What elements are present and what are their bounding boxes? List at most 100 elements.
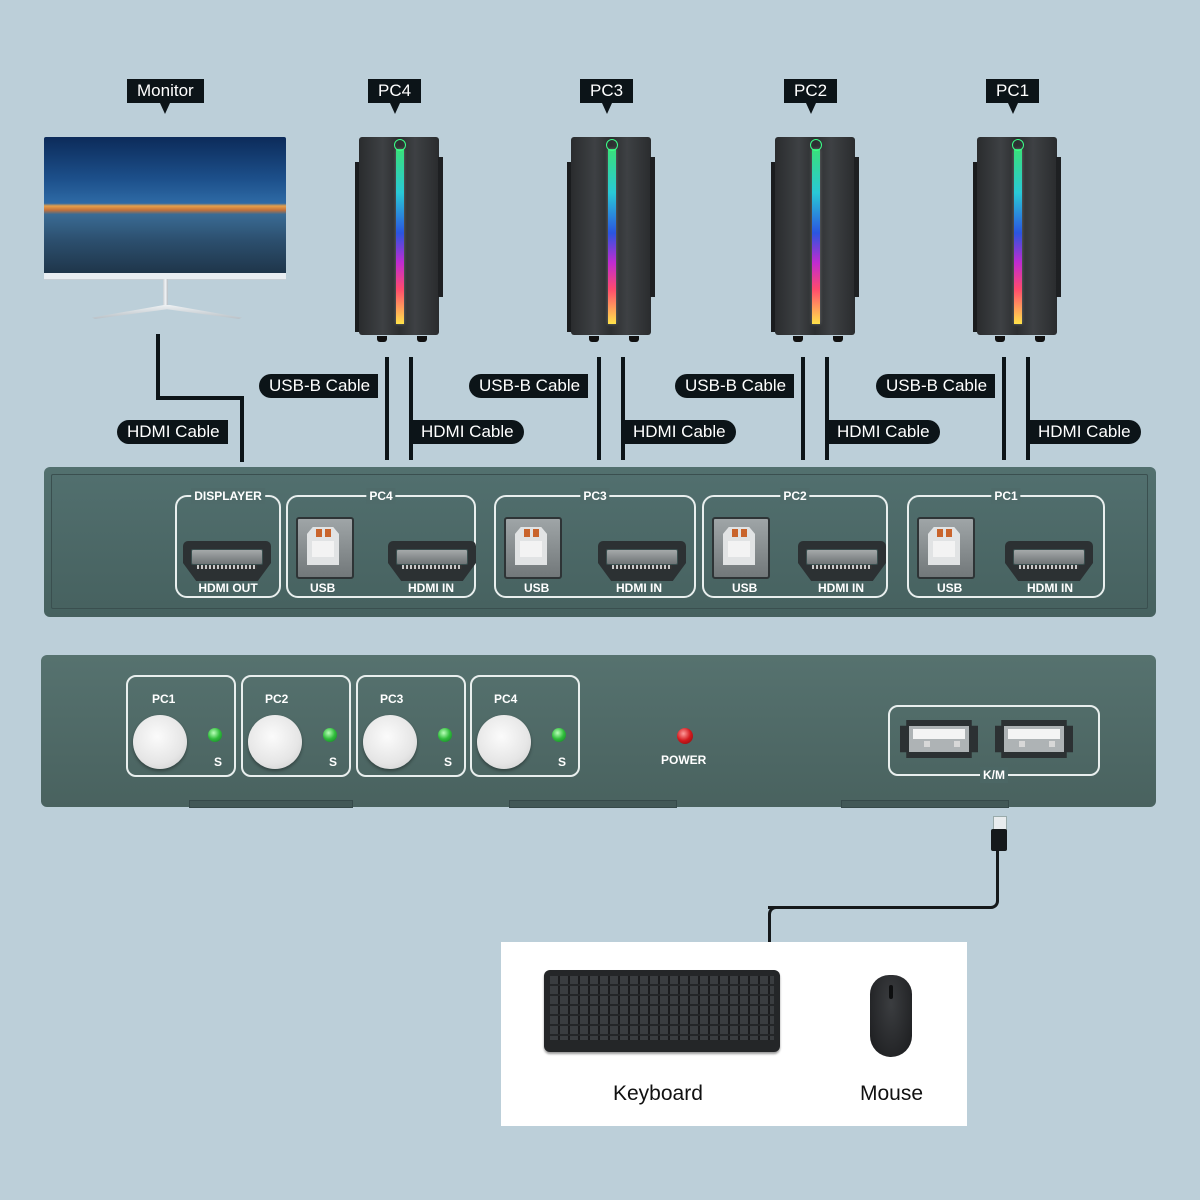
mouse-usb-a-port[interactable]	[995, 720, 1073, 758]
pc3-tower	[567, 137, 655, 342]
hdmi-in-port[interactable]	[798, 541, 886, 581]
rgb-strip	[396, 149, 404, 324]
switch-label: PC2	[265, 692, 289, 706]
hdmi-in-label: HDMI IN	[1027, 581, 1073, 595]
pc1-tag: PC1	[986, 79, 1040, 114]
pc1-hdmi-wire	[1026, 357, 1030, 460]
led-label: S	[558, 755, 567, 769]
led-label: S	[444, 755, 453, 769]
pc4-tower	[355, 137, 443, 342]
power-label: POWER	[661, 753, 707, 767]
hdmi-in-port[interactable]	[598, 541, 686, 581]
hdmi-in-port[interactable]	[388, 541, 476, 581]
back-group-title: PC3	[580, 488, 610, 504]
pc2-tag: PC2	[784, 79, 838, 114]
monitor-hdmi-wire	[156, 396, 244, 400]
power-button-icon	[1012, 139, 1024, 151]
keyboard-usb-a-port[interactable]	[900, 720, 978, 758]
back-group-pc3: PC3 USB HDMI IN	[494, 488, 696, 598]
led-label: S	[214, 755, 223, 769]
back-group-title: PC4	[366, 488, 396, 504]
km-cable-vertical	[768, 850, 999, 909]
front-switch-pc2: PC2 S	[241, 675, 351, 777]
rgb-strip	[1014, 149, 1022, 324]
hdmi-out-label: HDMI OUT	[198, 581, 258, 595]
switch-label: PC3	[380, 692, 404, 706]
pc2-hdmi-cable-label: HDMI Cable	[829, 420, 940, 444]
keyboard-icon	[544, 970, 780, 1052]
power-button-icon	[606, 139, 618, 151]
rubber-foot	[189, 800, 353, 808]
status-led	[208, 728, 222, 742]
hdmi-in-port[interactable]	[1005, 541, 1093, 581]
km-cable-drop	[768, 906, 801, 945]
monitor-stand-neck	[163, 279, 168, 309]
monitor-hdmi-cable-label: HDMI Cable	[117, 420, 228, 444]
back-group-pc1: PC1 USB HDMI IN	[907, 488, 1105, 598]
status-led	[552, 728, 566, 742]
monitor-hdmi-wire	[240, 396, 244, 462]
peripherals-panel: Keyboard Mouse	[501, 942, 967, 1126]
pc3-hdmi-wire	[621, 357, 625, 460]
hdmi-out-port[interactable]	[183, 541, 271, 581]
power-button-icon	[394, 139, 406, 151]
pc4-hdmi-wire	[409, 357, 413, 460]
front-switch-pc3: PC3 S	[356, 675, 466, 777]
pc3-usb-cable-label: USB-B Cable	[469, 374, 589, 398]
pc3-tag: PC3	[580, 79, 634, 114]
power-button-icon	[810, 139, 822, 151]
status-led	[323, 728, 337, 742]
pc4-usb-cable-label: USB-B Cable	[259, 374, 379, 398]
pc3-usb-wire	[597, 357, 601, 460]
monitor-screen	[44, 137, 286, 275]
switch-label: PC4	[494, 692, 518, 706]
pc4-tag: PC4	[368, 79, 422, 114]
pc3-hdmi-cable-label: HDMI Cable	[625, 420, 736, 444]
pc2-usb-cable-label: USB-B Cable	[675, 374, 795, 398]
km-port-group: K/M	[888, 705, 1100, 783]
pc1-tower	[973, 137, 1061, 342]
hdmi-in-label: HDMI IN	[408, 581, 454, 595]
back-group-pc2: PC2 USB HDMI IN	[702, 488, 888, 598]
keyboard-label: Keyboard	[613, 1082, 703, 1105]
back-group-title: PC2	[780, 488, 810, 504]
usb-plug-housing	[991, 829, 1007, 851]
usb-label: USB	[732, 581, 758, 595]
pc1-switch-button[interactable]	[133, 715, 187, 769]
pc2-hdmi-wire	[825, 357, 829, 460]
pc2-tower	[771, 137, 859, 342]
status-led	[438, 728, 452, 742]
pc4-hdmi-cable-label: HDMI Cable	[413, 420, 524, 444]
rgb-strip	[812, 149, 820, 324]
back-group-pc4: PC4 USB HDMI IN	[286, 488, 476, 598]
switch-label: PC1	[152, 692, 176, 706]
rubber-foot	[509, 800, 677, 808]
pc1-hdmi-cable-label: HDMI Cable	[1030, 420, 1141, 444]
back-group-title: PC1	[991, 488, 1021, 504]
pc2-usb-wire	[801, 357, 805, 460]
rgb-strip	[608, 149, 616, 324]
hdmi-in-label: HDMI IN	[818, 581, 864, 595]
pc2-switch-button[interactable]	[248, 715, 302, 769]
usb-b-port[interactable]	[712, 517, 770, 579]
pc4-switch-button[interactable]	[477, 715, 531, 769]
pc1-usb-wire	[1002, 357, 1006, 460]
displayer-group: DISPLAYER HDMI OUT	[175, 488, 281, 598]
pc1-usb-cable-label: USB-B Cable	[876, 374, 996, 398]
monitor-hdmi-wire	[156, 334, 160, 399]
hdmi-in-label: HDMI IN	[616, 581, 662, 595]
mouse-label: Mouse	[860, 1082, 924, 1105]
usb-label: USB	[524, 581, 550, 595]
usb-b-port[interactable]	[296, 517, 354, 579]
usb-label: USB	[937, 581, 963, 595]
usb-b-port[interactable]	[504, 517, 562, 579]
front-switch-pc1: PC1 S	[126, 675, 236, 777]
mouse-icon	[870, 975, 912, 1057]
kvm-front-panel: PC1 S PC2 S PC3 S PC4 S POWER K/M	[41, 655, 1156, 808]
usb-b-port[interactable]	[917, 517, 975, 579]
monitor-stand-base	[92, 305, 242, 319]
monitor-tag: Monitor	[127, 79, 204, 114]
pc3-switch-button[interactable]	[363, 715, 417, 769]
kvm-back-panel: DISPLAYER HDMI OUT PC4 USB HDMI IN PC3 U…	[44, 467, 1156, 617]
displayer-title: DISPLAYER	[191, 488, 265, 504]
